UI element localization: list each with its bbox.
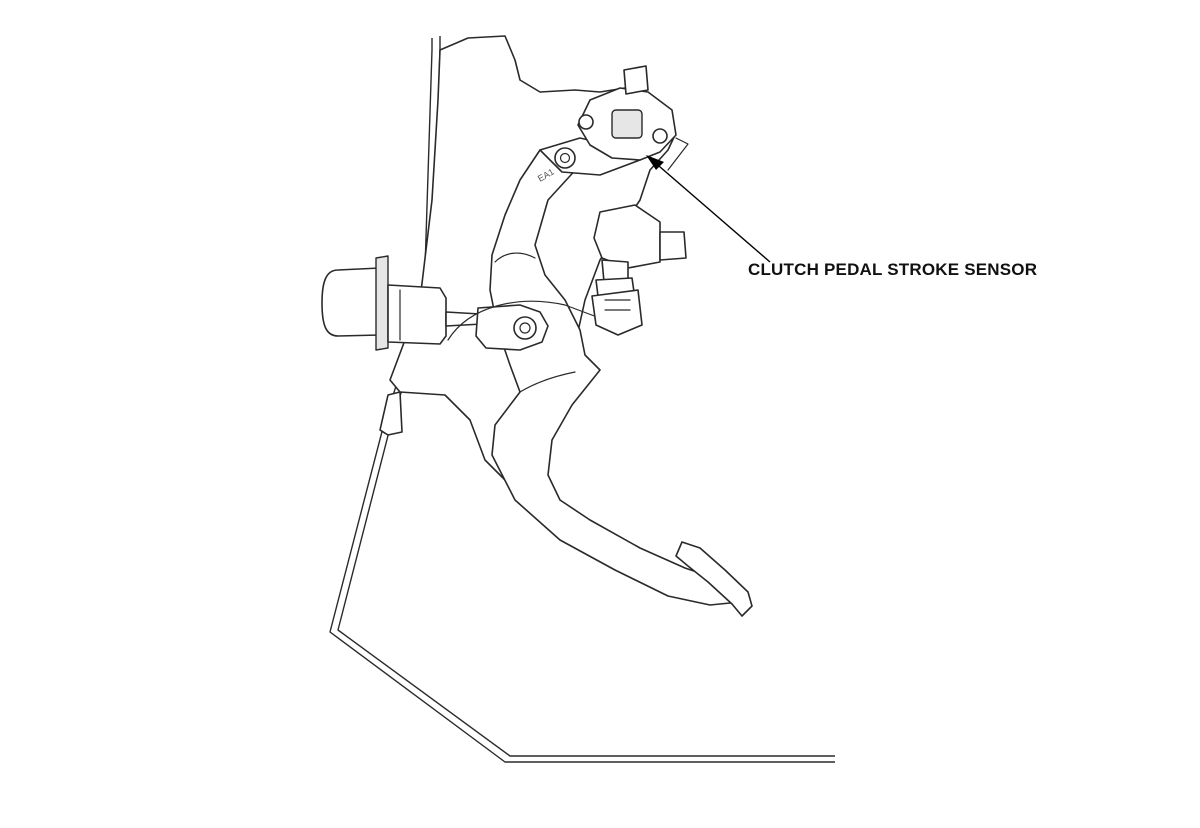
interlock-switch — [591, 204, 687, 336]
clutch-pedal-stroke-sensor-label: CLUTCH PEDAL STROKE SENSOR — [748, 260, 1038, 279]
pushrod-clevis — [475, 304, 549, 351]
return-spring — [447, 300, 606, 341]
callout-leader — [646, 155, 771, 263]
pedal-pad — [675, 541, 753, 617]
clutch-pedal-stroke-sensor — [577, 65, 689, 171]
